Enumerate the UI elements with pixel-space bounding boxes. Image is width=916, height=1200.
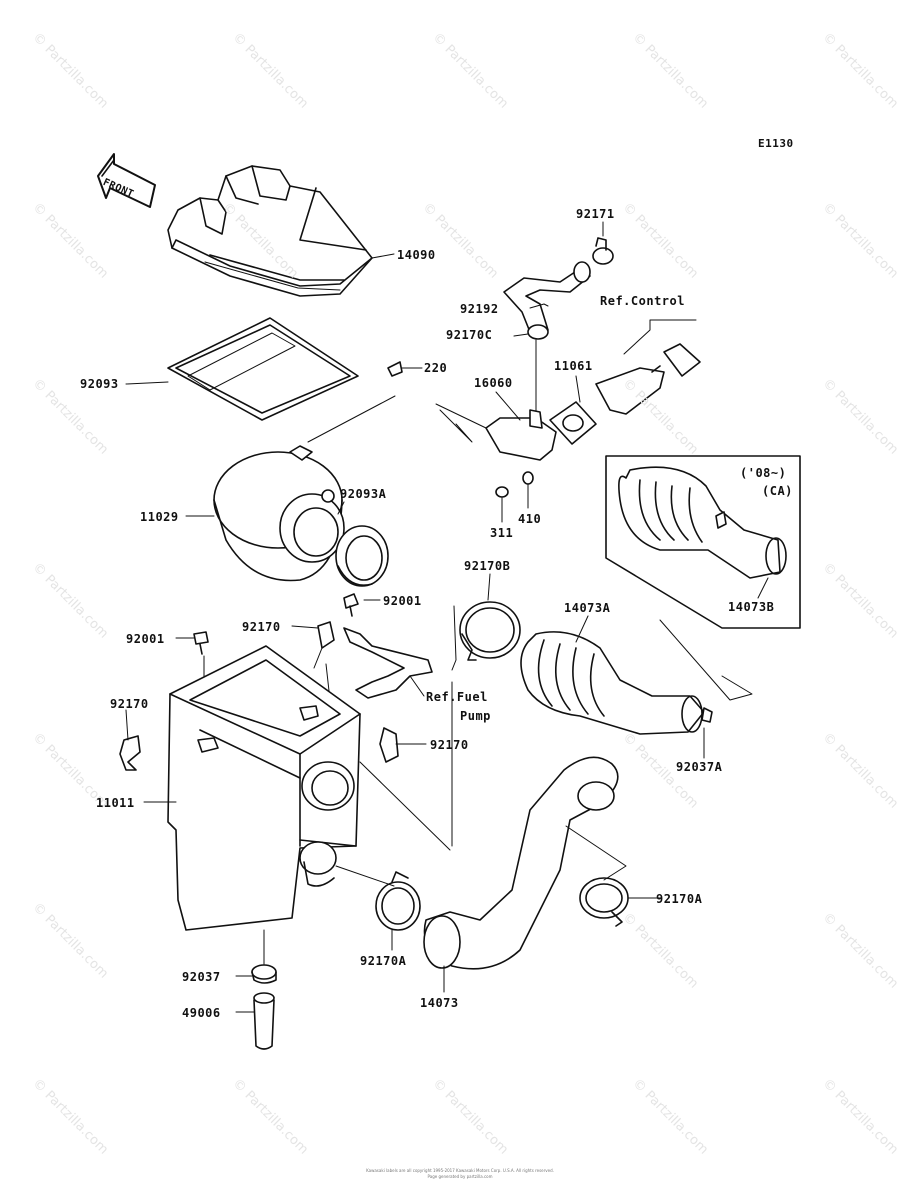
clamp-92170B-part [459, 601, 521, 661]
footer-copyright: Kawasaki labels are all copyright 1995-2… [366, 1168, 554, 1173]
part-label-14073B: 14073B [728, 600, 775, 614]
part-label-92170-right: 92170 [430, 738, 469, 752]
hose-92192-part [503, 261, 591, 333]
part-label-92001-left: 92001 [126, 632, 165, 646]
bolt-92001-right-part [343, 593, 359, 617]
clamp-92170A-bottom-part [375, 871, 421, 931]
part-label-11061: 11061 [554, 359, 593, 373]
inset-region-label: (CA) [762, 484, 793, 498]
part-label-49006: 49006 [182, 1006, 221, 1020]
part-label-220: 220 [424, 361, 448, 375]
clip-92170-top-part [317, 621, 335, 649]
clip-92170-left-part [119, 735, 141, 771]
clamp-92171-part [592, 237, 614, 265]
leader-lines [125, 221, 769, 1013]
footer-generated: Page generated by partzilla.com [427, 1174, 493, 1179]
part-label-14090: 14090 [397, 248, 436, 262]
part-label-92192: 92192 [460, 302, 499, 316]
part-label-92093: 92093 [80, 377, 119, 391]
part-label-14073A: 14073A [564, 601, 611, 615]
inset-box [605, 455, 801, 629]
drain-clamp-part [251, 964, 277, 984]
drain-tube-part [253, 992, 275, 1050]
air-cleaner-cover-part [167, 165, 373, 297]
duct-16060-part [435, 403, 557, 461]
part-label-92170C: 92170C [446, 328, 493, 342]
part-label-92001-right: 92001 [383, 594, 422, 608]
part-label-92170B: 92170B [464, 559, 511, 573]
clamp-92170C-part [527, 324, 549, 340]
part-label-92170A-bottom: 92170A [360, 954, 407, 968]
front-arrow-icon [97, 153, 156, 208]
part-label-16060: 16060 [474, 376, 513, 390]
screw-220-part [387, 361, 423, 377]
part-label-92037: 92037 [182, 970, 221, 984]
part-label-92170A-right: 92170A [656, 892, 703, 906]
part-label-92171: 92171 [576, 207, 615, 221]
washer-410-part [522, 471, 534, 485]
bolt-311-part [495, 486, 509, 498]
air-cleaner-case-part [167, 645, 361, 931]
part-label-410: 410 [518, 512, 542, 526]
ref-fuel-pump-label: Pump [460, 709, 491, 723]
part-label-92170-left: 92170 [110, 697, 149, 711]
seal-ring-part [335, 525, 389, 587]
air-filter-element-part [213, 445, 345, 582]
air-duct-14073A-part [520, 631, 713, 735]
part-label-92037A: 92037A [676, 760, 723, 774]
control-duct-part [595, 343, 701, 415]
bolt-92001-left-part [193, 631, 209, 655]
gasket-part [167, 317, 359, 421]
diagram-id: E1130 [758, 137, 794, 150]
inset-year-label: ('08~) [740, 466, 787, 480]
clip-92170-right-part [379, 727, 399, 763]
gasket-11061-part [549, 401, 597, 445]
part-label-92170-top: 92170 [242, 620, 281, 634]
part-label-92093A: 92093A [340, 487, 387, 501]
fuel-pump-bracket-part [343, 627, 433, 699]
part-label-311: 311 [490, 526, 514, 540]
ref-control-label: Ref.Control [600, 294, 685, 308]
part-label-11029: 11029 [140, 510, 179, 524]
part-label-11011: 11011 [96, 796, 135, 810]
air-duct-14073-part [423, 756, 619, 970]
part-label-14073: 14073 [420, 996, 459, 1010]
ref-fuel-label: Ref.Fuel [426, 690, 488, 704]
